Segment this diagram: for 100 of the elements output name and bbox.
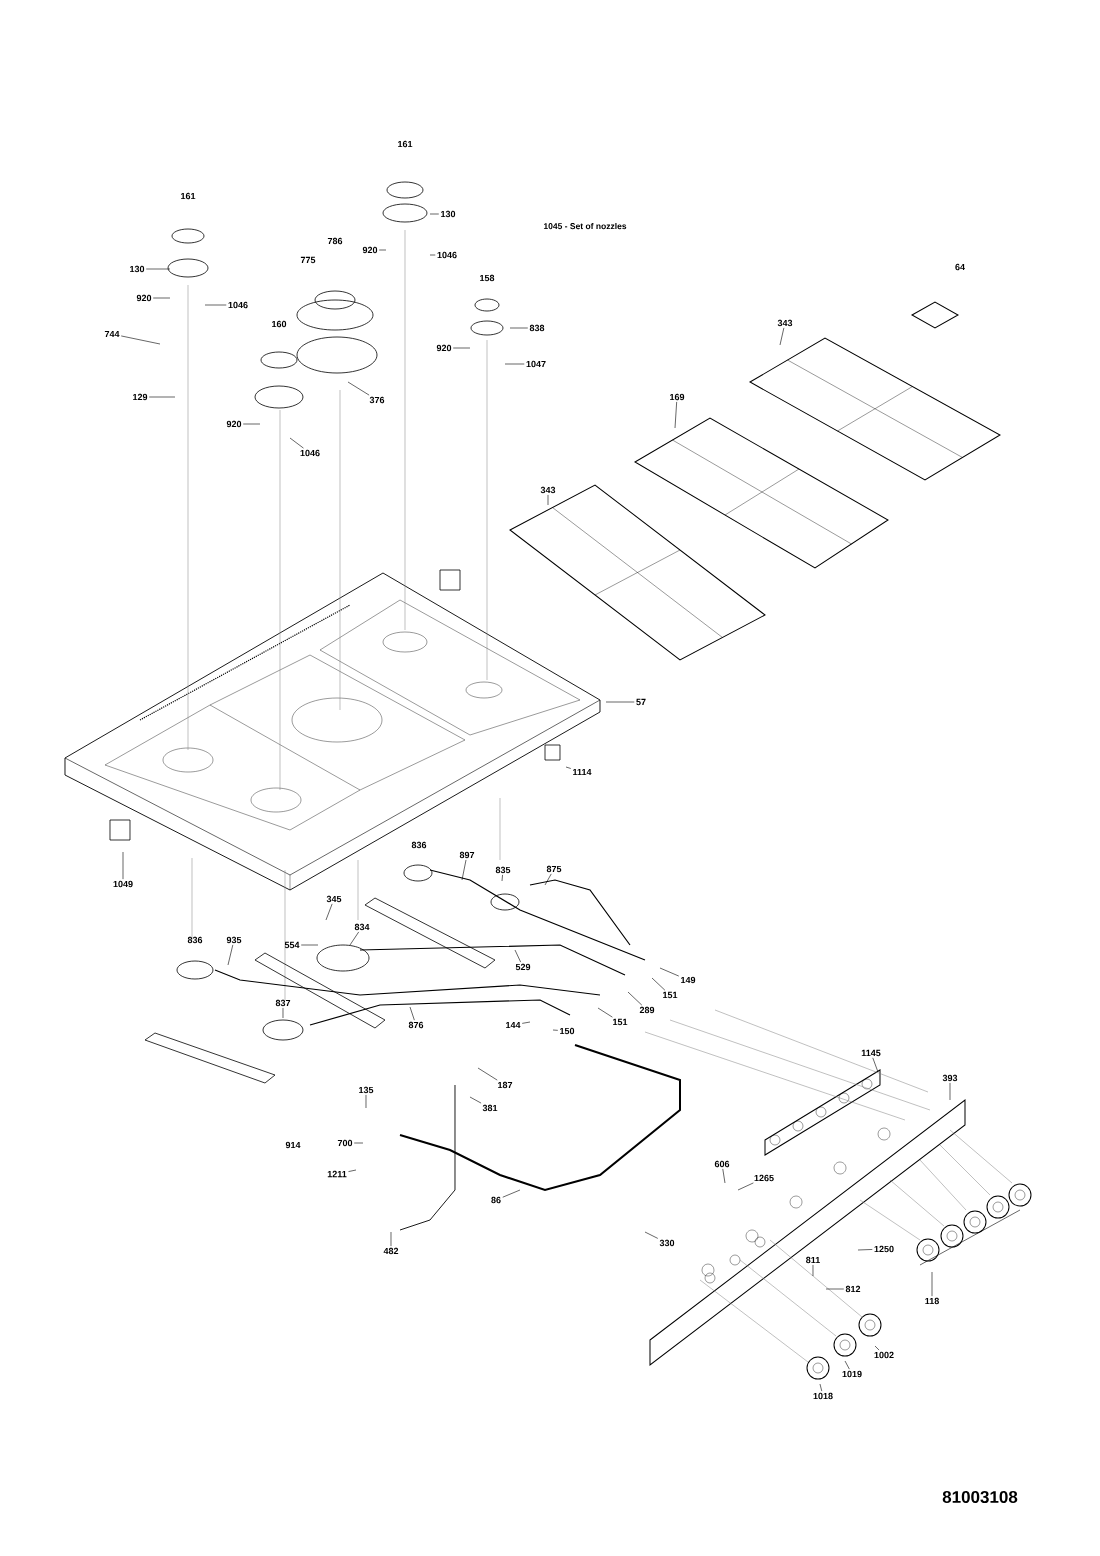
- callout-number: 875: [546, 865, 562, 873]
- callout-number: 775: [300, 256, 316, 264]
- leader-line: [819, 1383, 823, 1392]
- callout-number: 914: [285, 1141, 301, 1149]
- callout-number: 554: [284, 941, 300, 949]
- callout-number: 836: [187, 936, 203, 944]
- callout-number: 700: [337, 1139, 353, 1147]
- callout-number: 130: [441, 210, 456, 218]
- leader-line: [347, 381, 370, 396]
- leader-line: [514, 949, 521, 963]
- callout-number: 289: [639, 1006, 655, 1014]
- callout-number: 935: [226, 936, 242, 944]
- leader-line: [779, 327, 785, 346]
- callout-number: 158: [480, 274, 495, 282]
- callout-number: 1002: [874, 1351, 894, 1359]
- callout-number: 1046: [300, 449, 320, 457]
- callout-number: 606: [714, 1160, 730, 1168]
- note-text: 1045 - Set of nozzles: [543, 222, 627, 230]
- callout-number: 920: [136, 294, 152, 302]
- leader-line: [429, 254, 436, 256]
- callout-number: 838: [529, 324, 545, 332]
- callout-number: 330: [659, 1239, 675, 1247]
- callout-number: 149: [681, 976, 696, 984]
- callout-number: 144: [506, 1021, 521, 1029]
- callout-number: 169: [670, 393, 685, 401]
- leader-line: [501, 874, 503, 882]
- callout-number: 151: [613, 1018, 628, 1026]
- leader-line: [544, 873, 552, 886]
- leader-line: [547, 494, 549, 506]
- leader-line: [365, 1094, 367, 1109]
- leader-line: [204, 304, 227, 306]
- leader-line: [509, 327, 529, 329]
- callout-number: 150: [560, 1027, 575, 1035]
- callout-number: 920: [226, 420, 242, 428]
- callout-number: 151: [663, 991, 678, 999]
- callout-number: 130: [130, 265, 145, 273]
- callout-number: 482: [383, 1247, 399, 1255]
- leader-line: [844, 1360, 850, 1370]
- callout-number: 837: [275, 999, 291, 1007]
- leader-line: [452, 347, 471, 349]
- leader-line: [502, 1189, 521, 1198]
- callout-number: 57: [636, 698, 646, 706]
- callout-number: 343: [540, 486, 556, 494]
- callout-number: 345: [326, 895, 342, 903]
- leader-line: [565, 766, 572, 769]
- leader-line: [477, 1067, 498, 1081]
- callout-number: 1047: [526, 360, 546, 368]
- leader-line: [148, 396, 176, 398]
- callout-number: 529: [515, 963, 531, 971]
- leader-line: [227, 944, 234, 966]
- callout-number: 376: [369, 396, 385, 404]
- callout-number: 64: [955, 263, 965, 271]
- callout-number: 381: [482, 1104, 498, 1112]
- leader-line: [289, 437, 304, 449]
- callout-number: 1250: [874, 1245, 894, 1253]
- leader-line: [145, 268, 171, 270]
- leader-line: [409, 1006, 415, 1021]
- leader-line: [242, 423, 261, 425]
- callout-number: 836: [411, 841, 427, 849]
- leader-line: [300, 944, 319, 946]
- callout-number: 161: [181, 192, 196, 200]
- leader-line: [390, 1231, 392, 1247]
- leader-line: [812, 1264, 814, 1277]
- leader-line: [122, 851, 124, 880]
- leader-line: [605, 701, 635, 703]
- callout-number: 393: [942, 1074, 958, 1082]
- callout-number: 1018: [813, 1392, 833, 1400]
- leader-line: [874, 1345, 880, 1351]
- callout-number: 343: [777, 319, 793, 327]
- callout-number: 1019: [842, 1370, 862, 1378]
- leader-line: [627, 991, 643, 1006]
- leader-line: [120, 335, 161, 345]
- drawing-number: 81003108: [942, 1491, 1018, 1504]
- callout-number: 1049: [113, 880, 133, 888]
- leader-line: [597, 1007, 613, 1018]
- leader-line: [659, 967, 680, 977]
- leader-line: [521, 1021, 531, 1024]
- callout-number: 811: [806, 1256, 820, 1264]
- callout-number: 118: [925, 1297, 939, 1305]
- callout-number: 834: [354, 923, 370, 931]
- leader-line: [349, 931, 360, 946]
- callout-number: 1046: [437, 251, 457, 259]
- leader-line: [378, 249, 387, 251]
- callout-number: 187: [498, 1081, 513, 1089]
- leader-line: [857, 1249, 873, 1251]
- leader-line: [949, 1082, 951, 1101]
- leader-line: [674, 401, 677, 429]
- leader-line: [348, 1169, 357, 1172]
- leader-line: [282, 1007, 284, 1019]
- leader-line: [353, 1142, 364, 1144]
- callout-number: 920: [362, 246, 378, 254]
- callout-number: 161: [398, 140, 413, 148]
- callout-number: 1046: [228, 301, 248, 309]
- callout-number: 835: [495, 866, 511, 874]
- leader-line: [469, 1096, 482, 1104]
- callout-number: 1114: [573, 768, 592, 776]
- callout-number: 812: [845, 1285, 861, 1293]
- leader-line: [461, 859, 467, 881]
- leader-line: [152, 297, 171, 299]
- leader-line: [552, 1029, 559, 1031]
